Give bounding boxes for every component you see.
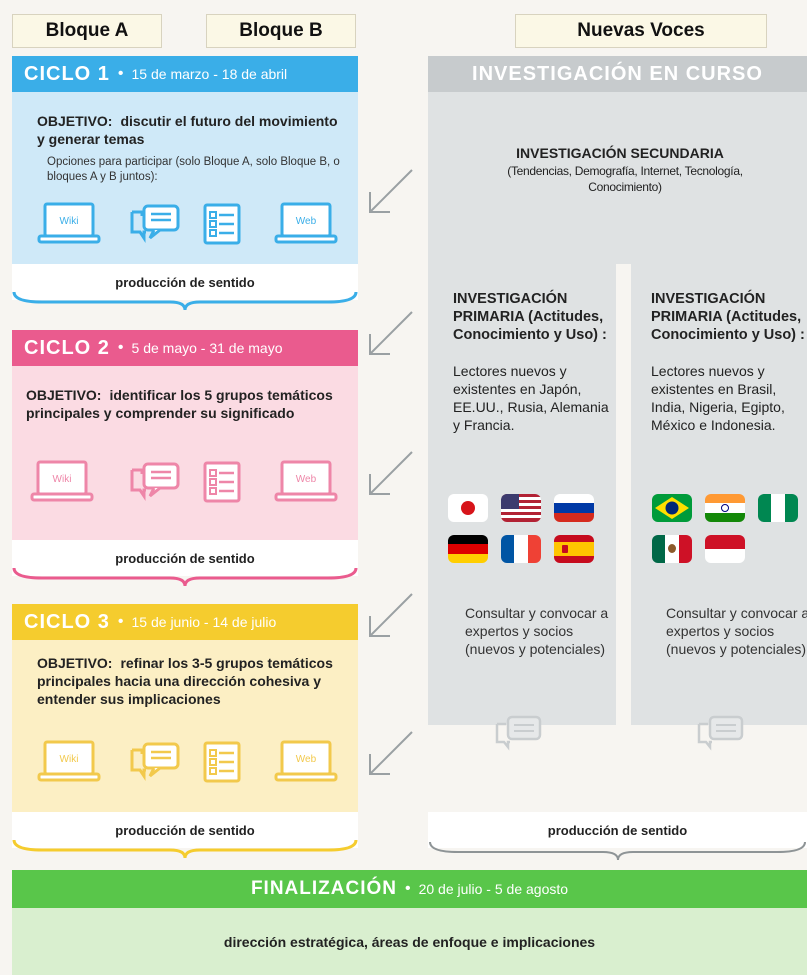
cycle2-brace — [12, 567, 358, 587]
cycle1-brace — [12, 291, 358, 311]
france-flag — [501, 535, 541, 563]
cycle2-icons: Wiki Web — [12, 460, 358, 510]
sensemaking-label: producción de sentido — [115, 822, 255, 838]
objective-label: OBJETIVO: — [37, 655, 113, 671]
cycle3-name: CICLO 3 — [24, 610, 110, 633]
primary-research-text-right: Lectores nuevos y existentes en Brasil, … — [651, 363, 785, 433]
chat-bubbles-icon — [697, 715, 744, 751]
chat-bubbles-icon — [495, 715, 542, 751]
web-label: Web — [296, 474, 317, 485]
laptop-web-icon: Web — [274, 202, 338, 244]
secondary-research-title: INVESTIGACIÓN SECUNDARIA — [516, 145, 724, 161]
consult-text-right: Consultar y convocar a expertos y socios… — [666, 605, 807, 657]
cycle2-objective: OBJETIVO:identificar los 5 grupos temáti… — [26, 386, 351, 422]
bullet: • — [117, 339, 124, 356]
cycle1-icons: Wiki Web — [12, 202, 358, 252]
cycle2-body: OBJETIVO:identificar los 5 grupos temáti… — [12, 366, 358, 540]
laptop-wiki-icon: Wiki — [37, 740, 101, 782]
cycle2-name: CICLO 2 — [24, 336, 110, 359]
bullet: • — [404, 880, 411, 897]
laptop-web-icon: Web — [274, 460, 338, 502]
objective-text: identificar los 5 grupos temáticos princ… — [26, 387, 333, 421]
final-body: dirección estratégica, áreas de enfoque … — [12, 908, 807, 975]
research-sensemaking: producción de sentido — [428, 812, 807, 848]
sensemaking-label: producción de sentido — [115, 274, 255, 290]
wiki-label: Wiki — [53, 474, 72, 485]
chat-bubbles-icon — [130, 204, 180, 243]
objective-label: OBJETIVO: — [26, 387, 102, 403]
cycle2-dates: 5 de mayo - 31 de mayo — [131, 340, 283, 356]
wiki-label: Wiki — [60, 754, 79, 765]
tab-block-a: Bloque A — [12, 14, 162, 48]
cycle1-objective: OBJETIVO:discutir el futuro del movimien… — [37, 112, 347, 148]
final-header: FINALIZACIÓN • 20 de julio - 5 de agosto — [12, 870, 807, 908]
cycle1-name: CICLO 1 — [24, 62, 110, 85]
cycle3-dates: 15 de junio - 14 de julio — [131, 614, 277, 630]
cycle1-sensemaking: producción de sentido — [12, 264, 358, 300]
research-header: INVESTIGACIÓN EN CURSO — [428, 56, 807, 92]
chat-bubbles-icon — [130, 742, 180, 781]
objective-text: discutir el futuro del movimiento y gene… — [37, 113, 338, 147]
cycle3-icons: Wiki Web — [12, 740, 358, 790]
bullet: • — [117, 65, 124, 82]
cycle3-sensemaking: producción de sentido — [12, 812, 358, 848]
checklist-icon — [203, 461, 241, 503]
arrow-icon — [369, 593, 413, 637]
primary-research-title-left: INVESTIGACIÓN PRIMARIA (Actitudes, Conoc… — [453, 291, 607, 343]
objective-label: OBJETIVO: — [37, 113, 113, 129]
checklist-icon — [203, 741, 241, 783]
cycle1-body: OBJETIVO:discutir el futuro del movimien… — [12, 92, 358, 264]
bullet: • — [117, 613, 124, 630]
chat-bubbles-icon — [130, 462, 180, 501]
web-label: Web — [296, 216, 317, 227]
objective-text: refinar los 3-5 grupos temáticos princip… — [37, 655, 333, 707]
checklist-icon — [203, 203, 241, 245]
cycle3-objective: OBJETIVO:refinar los 3-5 grupos temático… — [37, 654, 342, 708]
sensemaking-label: producción de sentido — [115, 550, 255, 566]
cycle3-header: CICLO 3 • 15 de junio - 14 de julio — [12, 604, 358, 640]
arrow-icon — [369, 731, 413, 775]
cycle2-header: CICLO 2 • 5 de mayo - 31 de mayo — [12, 330, 358, 366]
final-name: FINALIZACIÓN — [250, 878, 397, 899]
web-label: Web — [296, 754, 317, 765]
india-flag — [705, 494, 745, 522]
final-text: dirección estratégica, áreas de enfoque … — [223, 933, 596, 950]
arrow-icon — [369, 451, 413, 495]
laptop-web-icon: Web — [274, 740, 338, 782]
consult-text-left: Consultar y convocar a expertos y socios… — [465, 605, 609, 657]
mexico-flag — [652, 535, 692, 563]
primary-research-text-left: Lectores nuevos y existentes en Japón, E… — [453, 363, 609, 433]
arrow-icon — [369, 169, 413, 213]
cycle2-sensemaking: producción de sentido — [12, 540, 358, 576]
secondary-research-subtitle: (Tendencias, Demografía, Internet, Tecno… — [507, 164, 743, 194]
brazil-flag — [652, 494, 692, 522]
russia-flag — [554, 494, 594, 522]
tab-new-voices: Nuevas Voces — [515, 14, 767, 48]
tab-block-b: Bloque B — [206, 14, 356, 48]
laptop-wiki-icon: Wiki — [30, 460, 94, 502]
cycle3-body: OBJETIVO:refinar los 3-5 grupos temático… — [12, 640, 358, 812]
primary-research-title-right: INVESTIGACIÓN PRIMARIA (Actitudes, Conoc… — [651, 291, 805, 343]
usa-flag — [501, 494, 541, 522]
laptop-wiki-icon: Wiki — [37, 202, 101, 244]
nigeria-flag — [758, 494, 798, 522]
research-brace — [429, 841, 806, 861]
japan-flag — [448, 494, 488, 522]
research-top-panel — [428, 92, 807, 264]
sensemaking-label: producción de sentido — [547, 822, 688, 838]
germany-flag — [448, 535, 488, 563]
spain-flag — [554, 535, 594, 563]
cycle3-brace — [12, 839, 358, 859]
cycle1-options: Opciones para participar (solo Bloque A,… — [47, 156, 340, 183]
indonesia-flag — [705, 535, 745, 563]
cycle1-header: CICLO 1 • 15 de marzo - 18 de abril — [12, 56, 358, 92]
cycle1-dates: 15 de marzo - 18 de abril — [131, 66, 288, 82]
wiki-label: Wiki — [60, 216, 79, 227]
arrow-icon — [369, 311, 413, 355]
final-dates: 20 de julio - 5 de agosto — [418, 881, 569, 897]
